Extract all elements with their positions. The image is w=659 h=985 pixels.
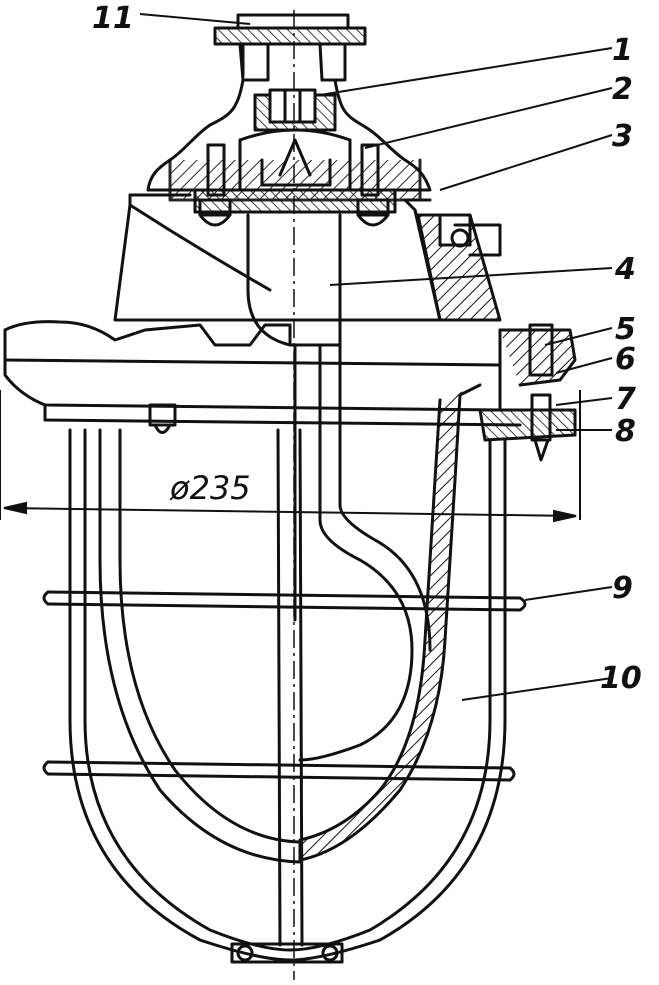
label-7: 7	[615, 382, 636, 417]
flange-screw	[148, 403, 177, 434]
base-flange	[3, 320, 577, 462]
cable-gland	[213, 13, 367, 82]
leader-lines	[139, 13, 613, 701]
label-8: 8	[615, 414, 636, 449]
label-5: 5	[615, 312, 636, 347]
label-10: 10	[600, 661, 642, 696]
diameter-label: ø235	[170, 469, 251, 507]
label-2: 2	[612, 72, 633, 107]
label-1: 1	[612, 33, 633, 68]
cap-housing	[146, 78, 432, 202]
label-11: 11	[92, 1, 134, 36]
label-6: 6	[615, 342, 636, 377]
diameter-dimension	[0, 390, 581, 523]
main-housing	[113, 193, 502, 322]
label-4: 4	[615, 252, 636, 287]
gasket-plate	[193, 188, 397, 214]
label-3: 3	[612, 119, 633, 154]
glass-cover	[98, 383, 482, 864]
label-9: 9	[612, 571, 633, 606]
wire-cage	[42, 428, 527, 964]
lamp-bulb	[246, 213, 432, 762]
